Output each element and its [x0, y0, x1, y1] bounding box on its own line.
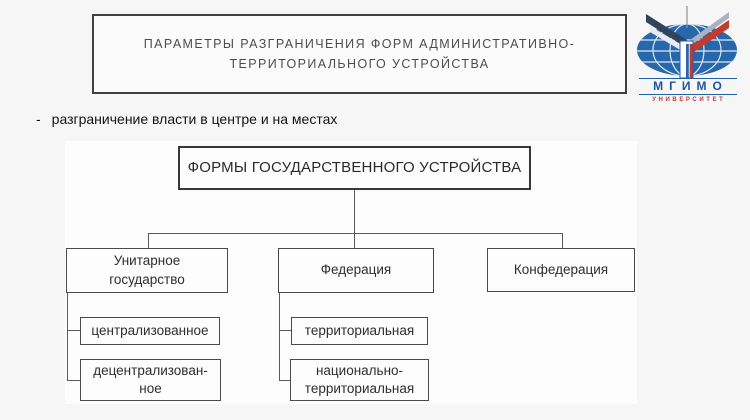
bullet-line: - разграничение власти в центре и на мес…	[36, 111, 337, 127]
node-centralized: централизованное	[80, 317, 220, 345]
node-decentralized: децентрализован- ное	[80, 359, 221, 401]
connector-stub-national-territorial	[280, 380, 290, 381]
node-federation: Федерация	[278, 248, 434, 293]
connector-stub-centralized	[68, 330, 80, 331]
mgimo-logo: МГИМО УНИВЕРСИТЕТ	[630, 4, 745, 104]
node-national-territorial: национально- территориальная	[290, 359, 429, 401]
connector-stub-territorial	[280, 330, 291, 331]
slide-title: ПАРАМЕТРЫ РАЗГРАНИЧЕНИЯ ФОРМ АДМИНИСТРАТ…	[143, 37, 576, 71]
connector-drop-confederation	[562, 233, 563, 249]
connector-main-horizontal	[148, 233, 563, 234]
connector-drop-unitary	[148, 233, 149, 248]
logo-rule-top	[638, 78, 737, 79]
logo-subtitle: УНИВЕРСИТЕТ	[652, 96, 726, 103]
title-box: ПАРАМЕТРЫ РАЗГРАНИЧЕНИЯ ФОРМ АДМИНИСТРАТ…	[92, 14, 627, 94]
logo-name: МГИМО	[653, 79, 728, 93]
bullet-text: разграничение власти в центре и на места…	[51, 111, 338, 127]
node-confederation: Конфедерация	[487, 248, 635, 292]
bullet-marker: -	[36, 111, 41, 127]
connector-drop-federation	[354, 233, 355, 248]
connector-root-vertical	[354, 190, 355, 233]
root-box: ФОРМЫ ГОСУДАРСТВЕННОГО УСТРОЙСТВА	[178, 146, 531, 190]
connector-unitary-vertical	[67, 292, 68, 381]
mgimo-globe-icon	[637, 6, 737, 78]
logo-rule-bottom	[638, 93, 737, 95]
node-territorial: территориальная	[291, 317, 428, 345]
node-unitary-state: Унитарное государство	[66, 248, 228, 293]
connector-stub-decentralized	[68, 380, 80, 381]
connector-federation-vertical	[279, 292, 280, 381]
